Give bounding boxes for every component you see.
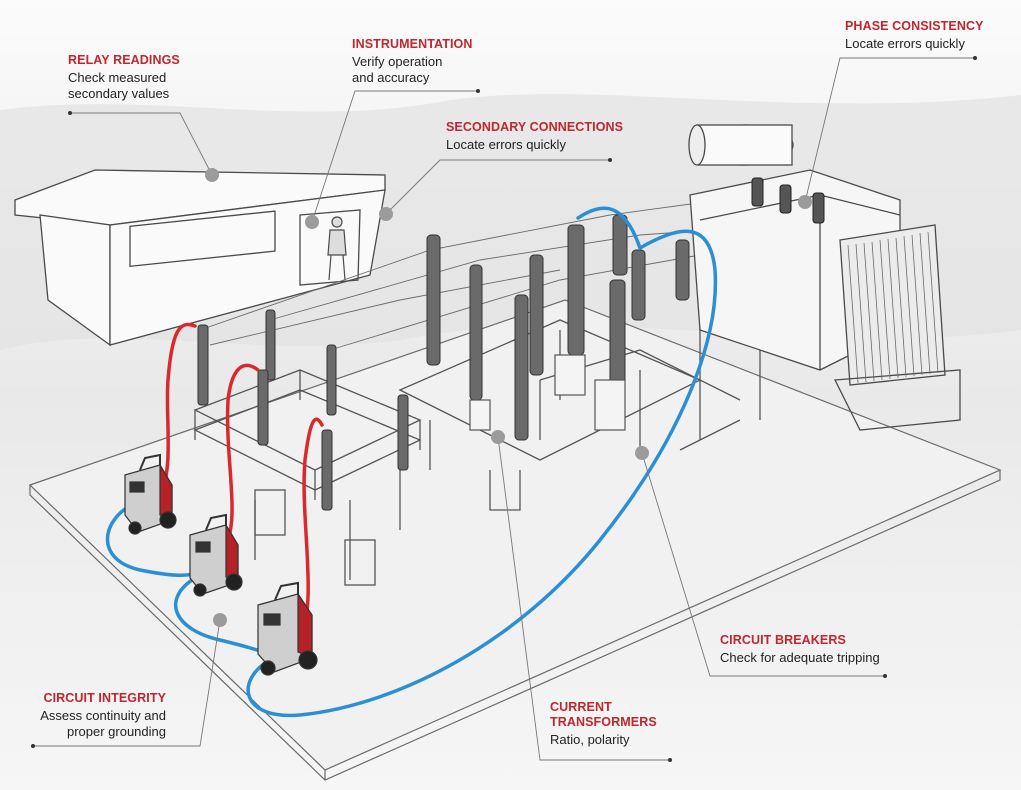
test-unit-1 (124, 453, 177, 535)
callout-title: RELAY READINGS (68, 53, 180, 67)
test-unit-3 (257, 581, 318, 676)
leader-end-dots (31, 56, 977, 762)
callout-title: CURRENT TRANSFORMERS (550, 700, 657, 729)
callout-description: Check for adequate tripping (720, 650, 880, 665)
callout-description: Assess continuity and proper grounding (40, 708, 166, 739)
callout-title: SECONDARY CONNECTIONS (446, 120, 624, 134)
radiator-fins (847, 231, 939, 384)
transformer (688, 124, 961, 431)
marker-secondary-connections (379, 207, 393, 221)
marker-relay-readings (205, 168, 219, 182)
callout-markers (205, 168, 812, 627)
callout-title: CIRCUIT BREAKERS (720, 633, 846, 647)
transformer-bushings (751, 177, 825, 224)
leader-instrumentation (311, 90, 478, 223)
callout-phase-consistency: PHASE CONSISTENCY Locate errors quickly (845, 19, 984, 52)
leader-relay-readings (70, 112, 213, 176)
leader-current-transformers (497, 436, 670, 761)
callout-current-transformers: CURRENT TRANSFORMERS Ratio, polarity (550, 700, 657, 748)
blue-test-leads (105, 206, 718, 718)
leader-secondary-connections (385, 159, 610, 215)
callout-description: Check measured secondary values (68, 70, 170, 101)
marker-circuit-integrity (213, 613, 227, 627)
callout-circuit-breakers: CIRCUIT BREAKERS Check for adequate trip… (720, 633, 880, 666)
marker-instrumentation (305, 215, 319, 229)
callout-description: Ratio, polarity (550, 732, 630, 747)
leader-circuit-breakers (641, 452, 885, 677)
control-building (14, 169, 386, 347)
marker-phase-consistency (798, 195, 812, 209)
leader-phase-consistency (804, 57, 975, 203)
callout-description: Locate errors quickly (845, 36, 965, 51)
callout-title: INSTRUMENTATION (352, 37, 473, 51)
callout-description: Verify operation and accuracy (352, 54, 443, 85)
callout-circuit-integrity: CIRCUIT INTEGRITY Assess continuity and … (34, 691, 166, 739)
callout-leaders (33, 57, 975, 761)
test-unit-2 (189, 513, 243, 597)
marker-circuit-breakers (635, 446, 649, 460)
technician-figure (327, 216, 347, 281)
callout-description: Locate errors quickly (446, 137, 566, 152)
callout-instrumentation: INSTRUMENTATION Verify operation and acc… (352, 37, 472, 85)
callout-title: PHASE CONSISTENCY (845, 19, 984, 33)
callout-relay-readings: RELAY READINGS Check measured secondary … (68, 53, 180, 101)
callout-title: CIRCUIT INTEGRITY (43, 691, 166, 705)
callout-secondary-connections: SECONDARY CONNECTIONS Locate errors quic… (446, 120, 623, 153)
insulator-bases (469, 354, 626, 431)
red-test-leads (156, 322, 324, 642)
marker-current-transformers (491, 430, 505, 444)
leader-circuit-integrity (33, 619, 221, 747)
